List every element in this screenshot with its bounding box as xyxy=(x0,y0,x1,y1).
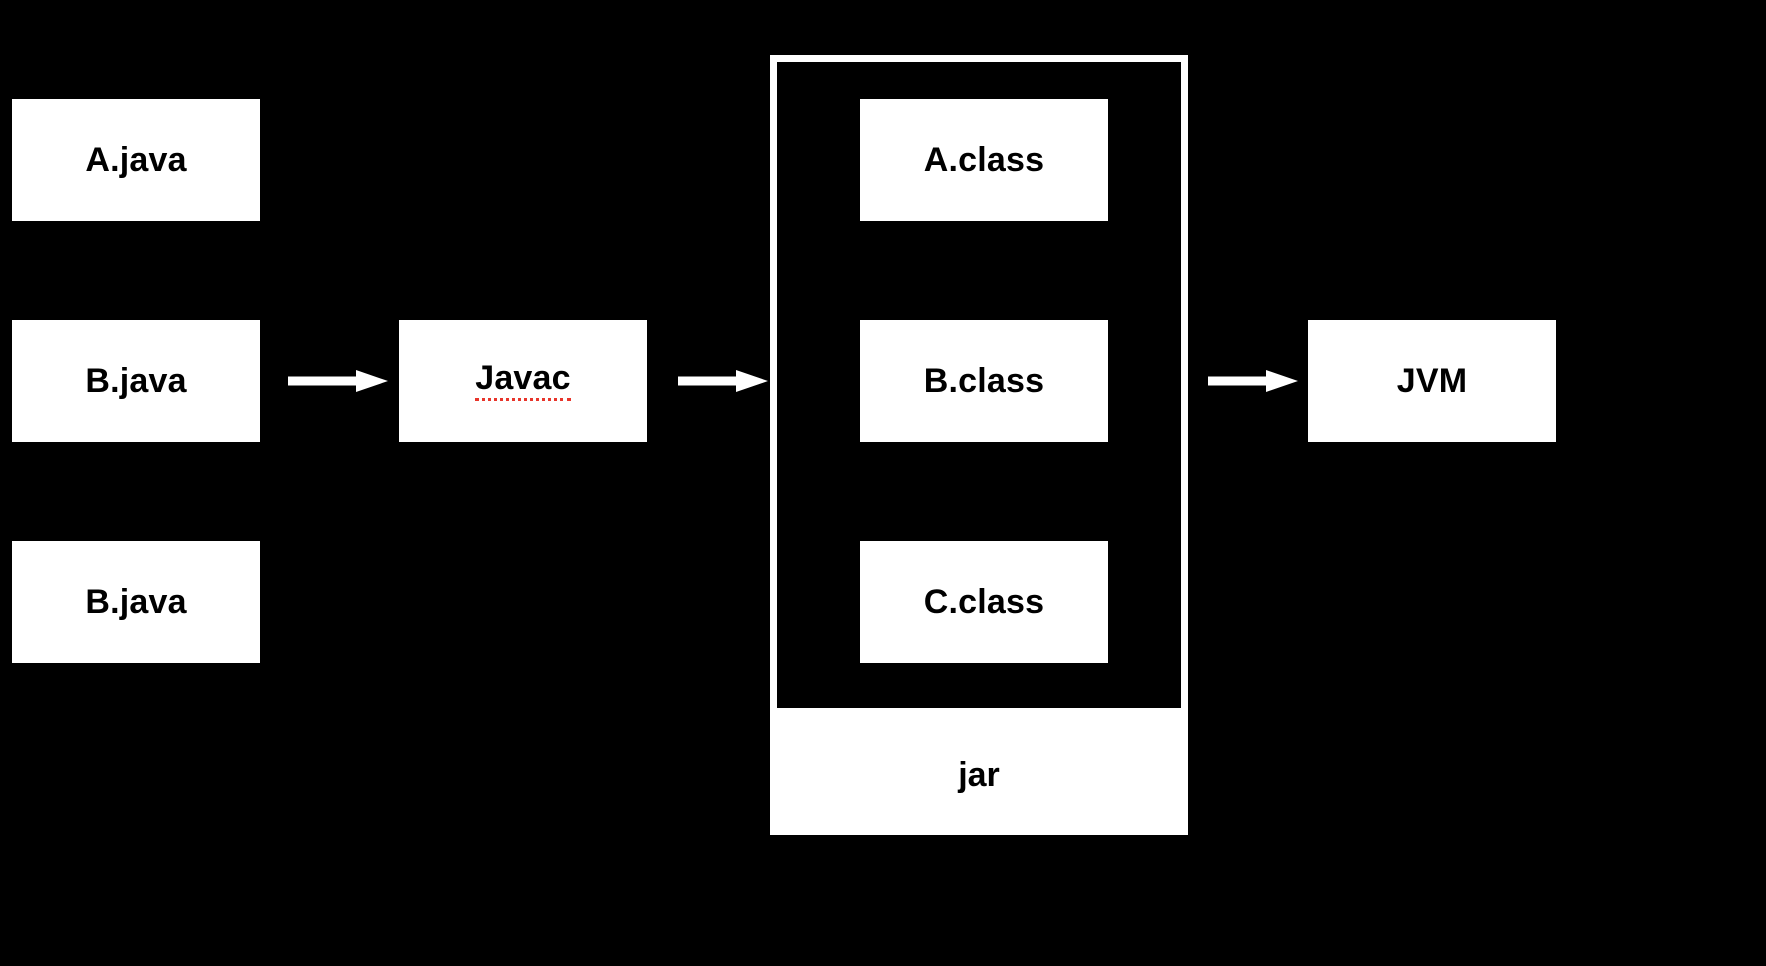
node-class-a[interactable]: A.class xyxy=(860,99,1108,221)
jar-label-footer[interactable]: jar xyxy=(770,715,1188,835)
node-label: A.class xyxy=(923,141,1045,179)
node-class-b[interactable]: B.class xyxy=(860,320,1108,442)
arrow-javac-to-jar-icon xyxy=(678,370,768,392)
node-label: B.class xyxy=(923,362,1045,400)
node-label: B.java xyxy=(85,583,187,621)
node-source-a-java[interactable]: A.java xyxy=(12,99,260,221)
arrow-jar-to-jvm-icon xyxy=(1208,370,1298,392)
node-javac[interactable]: Javac xyxy=(399,320,647,442)
node-label: JVM xyxy=(1396,362,1468,400)
node-label: A.java xyxy=(85,141,187,179)
node-label: jar xyxy=(958,756,1000,794)
arrow-sources-to-javac-icon xyxy=(288,370,388,392)
node-source-b-java-1[interactable]: B.java xyxy=(12,320,260,442)
node-label: B.java xyxy=(85,362,187,400)
node-label: C.class xyxy=(923,583,1045,621)
node-label: Javac xyxy=(475,361,571,401)
node-jvm[interactable]: JVM xyxy=(1308,320,1556,442)
node-class-c[interactable]: C.class xyxy=(860,541,1108,663)
node-source-b-java-2[interactable]: B.java xyxy=(12,541,260,663)
